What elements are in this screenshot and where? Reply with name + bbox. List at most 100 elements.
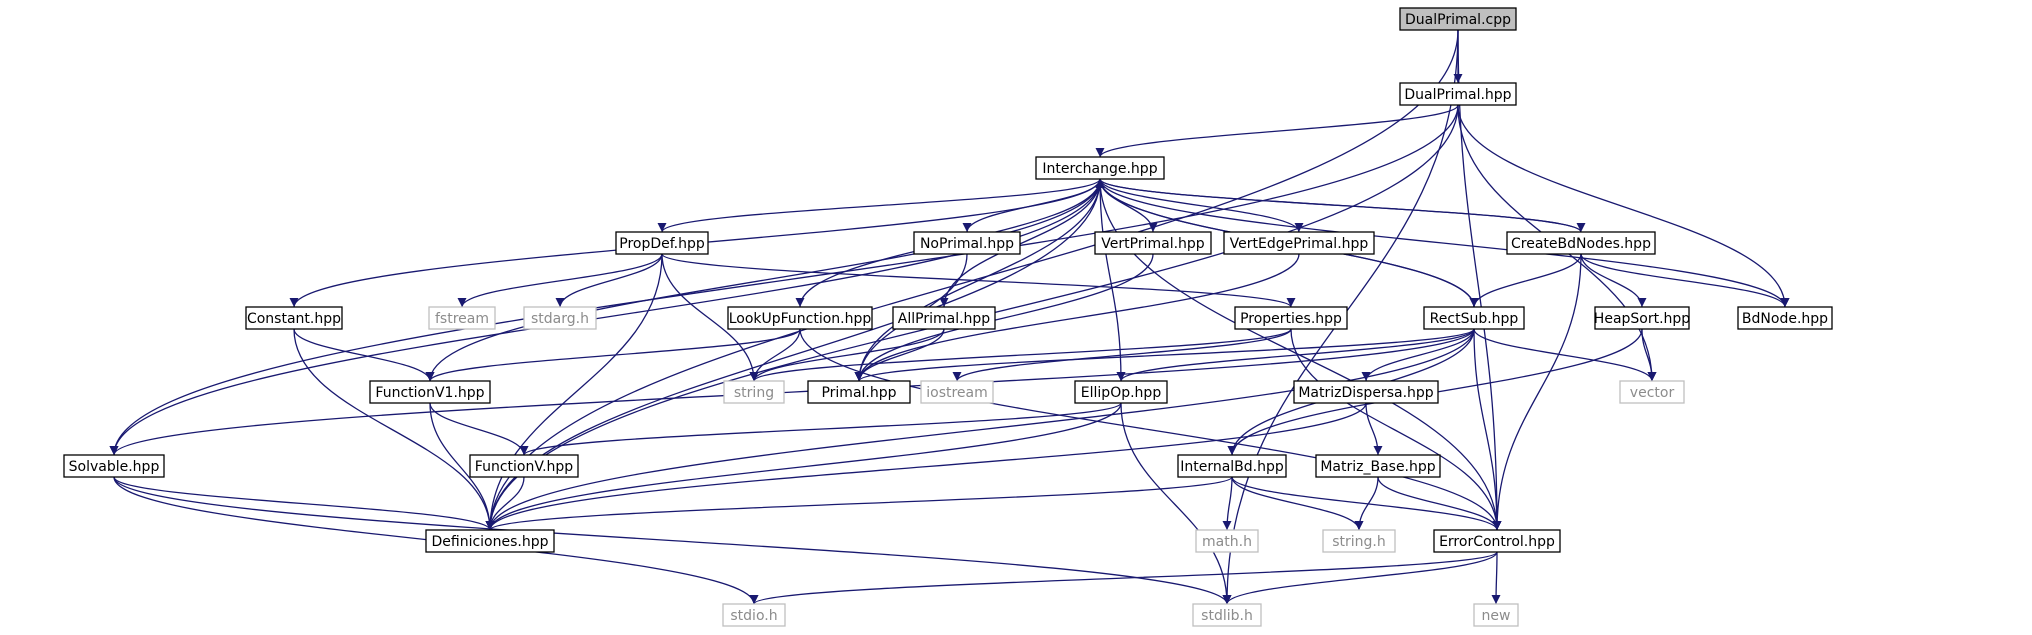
node-matrizbase[interactable]: Matriz_Base.hpp — [1315, 454, 1441, 478]
node-label: string — [734, 385, 774, 401]
node-lookup[interactable]: LookUpFunction.hpp — [727, 306, 873, 330]
node-definiciones[interactable]: Definiciones.hpp — [425, 529, 555, 553]
node-label: DualPrimal.cpp — [1405, 12, 1511, 28]
node-label: Solvable.hpp — [69, 459, 160, 475]
node-internalbd[interactable]: InternalBd.hpp — [1177, 454, 1287, 478]
node-box — [727, 306, 873, 330]
node-errorcontrol[interactable]: ErrorControl.hpp — [1433, 529, 1561, 553]
node-box — [807, 380, 911, 404]
node-functionv1[interactable]: FunctionV1.hpp — [369, 380, 491, 404]
edge-matrizdispersa-to-matrizbase — [1365, 402, 1383, 456]
edge-ellipop-to-definiciones — [485, 402, 1122, 531]
node-label: Matriz_Base.hpp — [1320, 459, 1435, 475]
node-solvable[interactable]: Solvable.hpp — [63, 454, 165, 478]
node-label: AllPrimal.hpp — [898, 311, 991, 327]
node-properties[interactable]: Properties.hpp — [1234, 306, 1348, 330]
node-box — [1473, 603, 1519, 627]
edge-functionv1-to-definiciones — [429, 402, 495, 531]
node-label: Properties.hpp — [1240, 311, 1342, 327]
node-box — [1423, 306, 1525, 330]
node-box — [469, 454, 579, 478]
node-dualprimal_hpp[interactable]: DualPrimal.hpp — [1399, 82, 1517, 106]
node-box — [1433, 529, 1561, 553]
edge-interchange-to-bdnode — [1099, 178, 1790, 308]
node-label: new — [1482, 608, 1511, 624]
edge-properties-to-string — [749, 328, 1292, 382]
node-allprimal[interactable]: AllPrimal.hpp — [892, 306, 996, 330]
node-label: Primal.hpp — [821, 385, 896, 401]
node-interchange[interactable]: Interchange.hpp — [1035, 156, 1165, 180]
node-box — [1223, 231, 1375, 255]
node-vertedgeprimal[interactable]: VertEdgePrimal.hpp — [1223, 231, 1375, 255]
node-dualprimal_cpp[interactable]: DualPrimal.cpp — [1399, 7, 1517, 31]
node-label: BdNode.hpp — [1742, 311, 1828, 327]
node-rectsub[interactable]: RectSub.hpp — [1423, 306, 1525, 330]
node-box — [1293, 380, 1439, 404]
node-iostream: iostream — [920, 380, 994, 404]
edge-createbdnodes-to-bdnode — [1580, 253, 1790, 308]
edge-matrizdispersa-to-definiciones — [485, 402, 1367, 531]
node-label: stdarg.h — [531, 311, 589, 327]
node-matrizdispersa[interactable]: MatrizDispersa.hpp — [1293, 380, 1439, 404]
node-constant[interactable]: Constant.hpp — [245, 306, 343, 330]
node-label: PropDef.hpp — [619, 236, 705, 252]
node-label: CreateBdNodes.hpp — [1511, 236, 1651, 252]
node-primal[interactable]: Primal.hpp — [807, 380, 911, 404]
node-box — [1094, 231, 1212, 255]
node-box — [428, 306, 496, 330]
edge-lookup-to-functionv1 — [425, 328, 801, 382]
node-heapsort[interactable]: HeapSort.hpp — [1594, 306, 1691, 330]
edge-interchange-to-vertedgeprimal — [1099, 178, 1304, 233]
node-math: math.h — [1195, 529, 1259, 553]
node-label: fstream — [435, 311, 489, 327]
edge-rectsub-to-primal — [854, 328, 1475, 382]
node-vertprimal[interactable]: VertPrimal.hpp — [1094, 231, 1212, 255]
edge-interchange-to-propdef — [657, 178, 1101, 233]
node-box — [1737, 306, 1833, 330]
node-label: NoPrimal.hpp — [920, 236, 1014, 252]
node-createbdnodes[interactable]: CreateBdNodes.hpp — [1506, 231, 1656, 255]
node-box — [1177, 454, 1287, 478]
node-string_h: string.h — [1322, 529, 1396, 553]
edge-propdef-to-string — [661, 253, 759, 382]
node-box — [1399, 7, 1517, 31]
edge-errorcontrol-to-new — [1491, 551, 1501, 605]
node-box — [1234, 306, 1348, 330]
node-label: Constant.hpp — [247, 311, 341, 327]
node-new: new — [1473, 603, 1519, 627]
edge-propdef-to-definiciones — [485, 253, 663, 531]
node-box — [63, 454, 165, 478]
node-label: vector — [1630, 385, 1675, 401]
edge-properties-to-iostream — [952, 328, 1292, 382]
node-label: stdio.h — [730, 608, 777, 624]
edge-vertedgeprimal-to-primal — [854, 253, 1300, 382]
edge-createbdnodes-to-heapsort — [1580, 253, 1647, 308]
node-label: stdlib.h — [1201, 608, 1253, 624]
node-label: ErrorControl.hpp — [1439, 534, 1555, 550]
node-noprimal[interactable]: NoPrimal.hpp — [913, 231, 1021, 255]
edge-ellipop-to-functionv — [519, 402, 1122, 456]
edge-dualprimal_hpp-to-bdnode — [1457, 104, 1790, 308]
node-ellipop[interactable]: EllipOp.hpp — [1074, 380, 1168, 404]
node-label: HeapSort.hpp — [1594, 311, 1691, 327]
node-box — [920, 380, 994, 404]
node-box — [523, 306, 597, 330]
edge-propdef-to-properties — [661, 253, 1296, 308]
node-propdef[interactable]: PropDef.hpp — [615, 231, 709, 255]
node-box — [722, 603, 786, 627]
node-box — [1322, 529, 1396, 553]
node-label: EllipOp.hpp — [1081, 385, 1162, 401]
edge-rectsub-to-vector — [1473, 328, 1657, 382]
node-label: Definiciones.hpp — [431, 534, 548, 550]
edge-interchange-to-allprimal — [939, 178, 1101, 308]
node-label: RectSub.hpp — [1430, 311, 1519, 327]
node-label: FunctionV1.hpp — [375, 385, 484, 401]
node-functionv[interactable]: FunctionV.hpp — [469, 454, 579, 478]
node-box — [1399, 82, 1517, 106]
edge-matrizbase-to-string_h — [1354, 476, 1379, 531]
node-bdnode[interactable]: BdNode.hpp — [1737, 306, 1833, 330]
node-label: DualPrimal.hpp — [1404, 87, 1511, 103]
node-box — [1195, 529, 1259, 553]
node-box — [892, 306, 996, 330]
node-box — [1192, 603, 1262, 627]
